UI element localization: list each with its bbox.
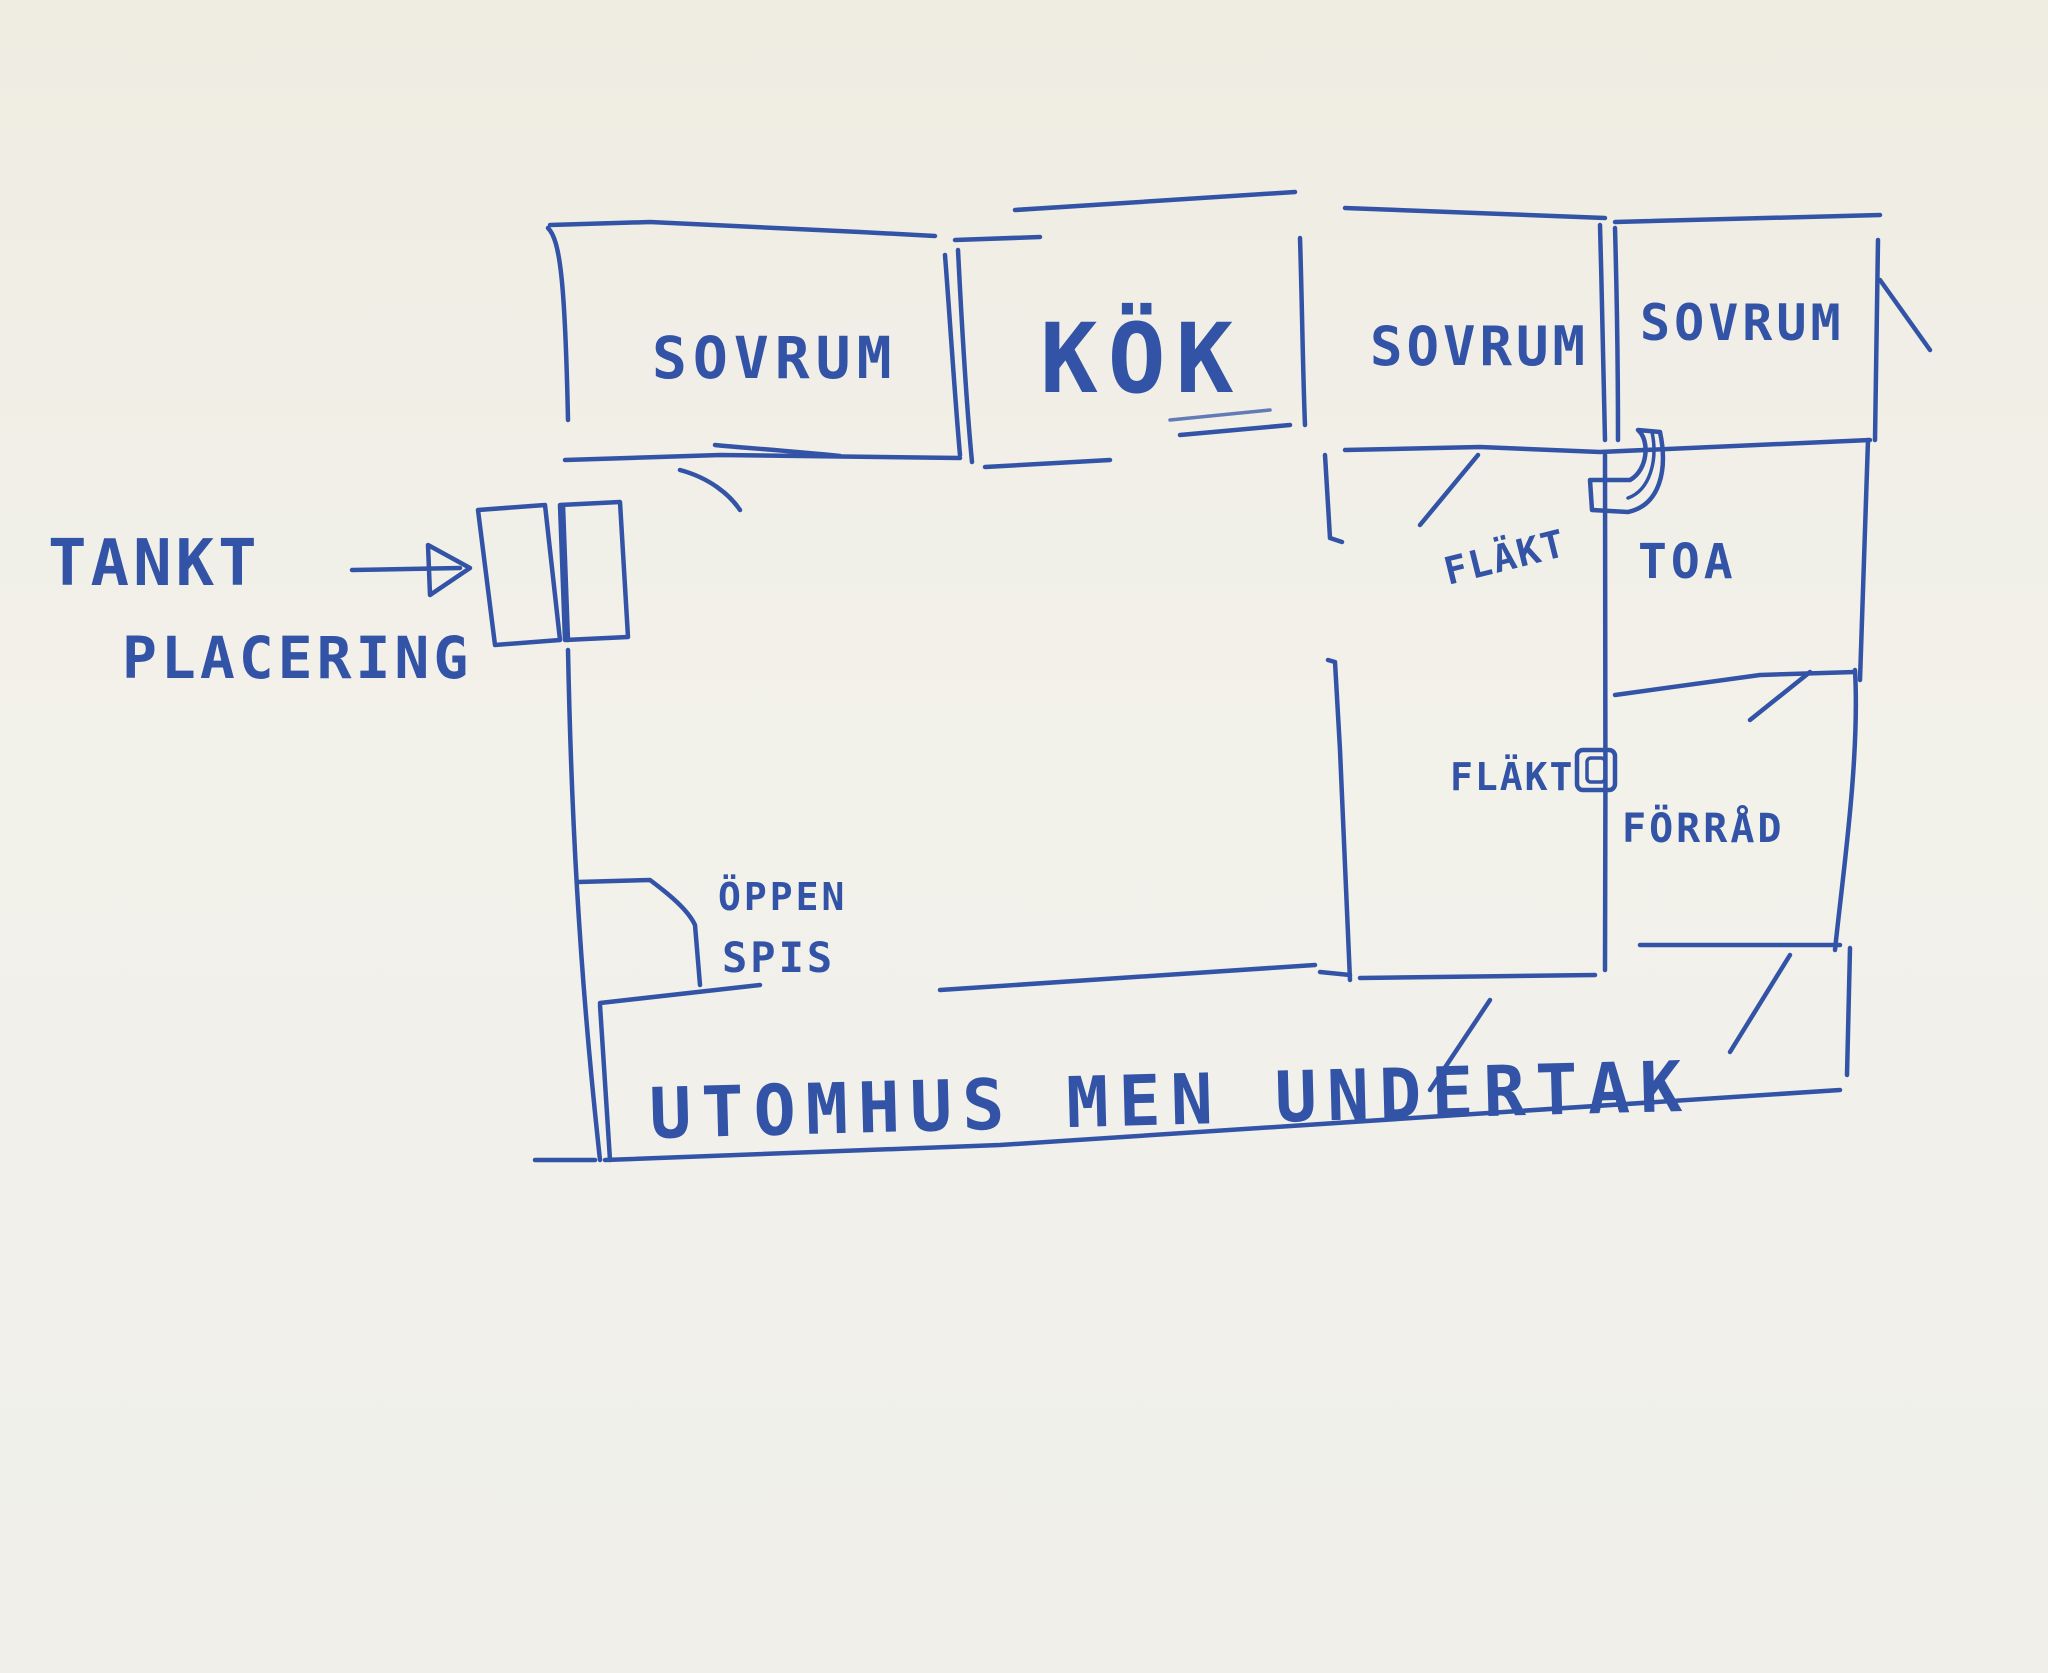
fireplace-label-line1: ÖPPEN	[718, 875, 847, 919]
top-room-walls	[545, 189, 1933, 465]
fan-duct-icon	[1587, 427, 1666, 515]
porch-outline	[532, 997, 1843, 1163]
fan-label-mid: FLÄKT	[1450, 755, 1574, 799]
porch-label: UTOMHUS MEN UNDERTAK	[648, 1046, 1693, 1155]
living-area-walls	[565, 452, 1598, 1163]
fan-box-icon	[1574, 747, 1618, 793]
tank-arrow-icon	[349, 542, 473, 598]
room-label-toa: TOA	[1638, 534, 1737, 590]
tank-symbol	[475, 499, 631, 648]
tank-label-line2: PLACERING	[122, 624, 472, 692]
fan-label-top: FLÄKT	[1440, 521, 1571, 594]
corridor-wall	[562, 408, 1873, 513]
room-label-forrad: FÖRRÅD	[1622, 803, 1785, 852]
tank-label-line1: TANKT	[48, 527, 261, 601]
fireplace-label-line2: SPIS	[722, 933, 835, 982]
right-wing-walls	[1417, 437, 1871, 1078]
fireplace-wall	[575, 877, 703, 988]
room-label-sovrum-2: SOVRUM	[1370, 315, 1589, 378]
room-label-sovrum-1: SOVRUM	[652, 324, 898, 392]
room-label-kok: KÖK	[1040, 302, 1243, 415]
room-label-sovrum-3: SOVRUM	[1640, 294, 1845, 352]
